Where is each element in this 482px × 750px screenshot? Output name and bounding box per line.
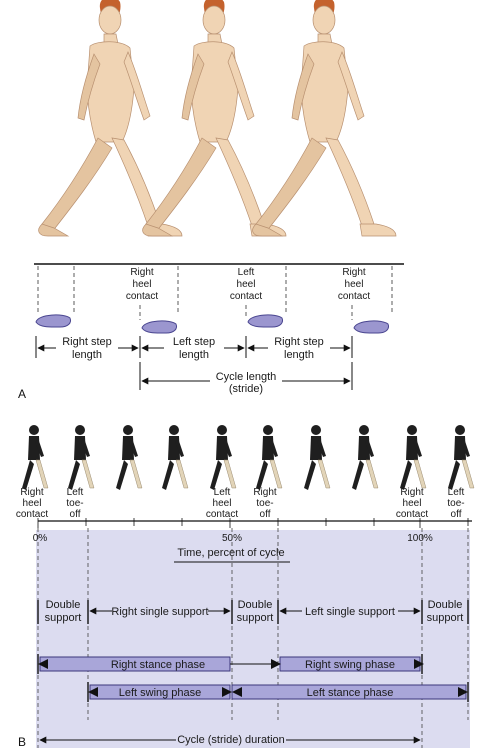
footprint-icon xyxy=(141,320,177,334)
svg-text:contact: contact xyxy=(126,291,158,302)
svg-text:Left: Left xyxy=(448,487,465,498)
step-label-1: Right step length xyxy=(56,336,118,361)
time-axis-ticks xyxy=(37,518,469,528)
step-label-2: Left step length xyxy=(164,336,224,361)
svg-text:toe-: toe- xyxy=(447,498,464,509)
svg-text:contact: contact xyxy=(230,291,262,302)
footprint-icon xyxy=(247,314,283,328)
left-leg-phase-bar: Left swing phase Left stance phase xyxy=(87,682,469,702)
svg-text:off: off xyxy=(260,509,271,520)
support-label-3: Double support xyxy=(237,599,274,624)
svg-text:Left: Left xyxy=(214,487,231,498)
svg-text:Right: Right xyxy=(400,487,424,498)
svg-text:Left: Left xyxy=(238,267,255,278)
svg-text:length: length xyxy=(284,349,314,361)
support-label-5: Double support xyxy=(427,599,464,624)
event-label-2: Left toe- off xyxy=(66,487,83,520)
panel-label-b: B xyxy=(18,735,26,749)
walker-figure-3 xyxy=(252,0,397,237)
svg-text:Right: Right xyxy=(342,267,366,278)
contact-label-3: Right heel contact xyxy=(338,267,370,302)
svg-text:toe-: toe- xyxy=(256,498,273,509)
svg-text:Right step: Right step xyxy=(274,336,324,348)
svg-text:Cycle length: Cycle length xyxy=(216,371,277,383)
panel-a: Right heel contact Left heel contact Rig… xyxy=(18,0,404,401)
axis-label-start: 0% xyxy=(33,533,48,544)
footprint-icon xyxy=(353,320,389,334)
event-label-1: Right heel contact xyxy=(16,487,48,520)
panel-b: Right heel contact Left toe- off Left he… xyxy=(16,424,475,749)
svg-text:contact: contact xyxy=(396,509,428,520)
axis-label-end: 100% xyxy=(407,533,433,544)
svg-text:off: off xyxy=(451,509,462,520)
svg-text:Right step: Right step xyxy=(62,336,112,348)
svg-text:Double: Double xyxy=(428,599,463,611)
svg-text:heel: heel xyxy=(237,279,256,290)
svg-text:length: length xyxy=(179,349,209,361)
contact-label-1: Right heel contact xyxy=(126,267,158,302)
left-stance-phase-label: Left stance phase xyxy=(307,687,394,699)
event-label-5: Right heel contact xyxy=(396,487,428,520)
svg-text:contact: contact xyxy=(16,509,48,520)
svg-text:support: support xyxy=(45,612,82,624)
timeline-background xyxy=(36,530,470,748)
footprints xyxy=(35,314,389,334)
svg-text:contact: contact xyxy=(338,291,370,302)
axis-title: Time, percent of cycle xyxy=(177,547,284,559)
event-label-3: Left heel contact xyxy=(206,487,238,520)
support-label-4: Left single support xyxy=(305,606,395,618)
svg-text:Right: Right xyxy=(130,267,154,278)
step-label-3: Right step length xyxy=(268,336,330,361)
svg-text:heel: heel xyxy=(23,498,42,509)
right-leg-phase-bar: Right stance phase Right swing phase xyxy=(37,654,424,674)
cycle-duration-label: Cycle (stride) duration xyxy=(177,734,285,746)
left-swing-phase-label: Left swing phase xyxy=(119,687,202,699)
event-label-4: Right toe- off xyxy=(253,487,277,520)
support-label-1: Double support xyxy=(45,599,82,624)
svg-text:heel: heel xyxy=(213,498,232,509)
svg-text:Right: Right xyxy=(253,487,277,498)
svg-text:Double: Double xyxy=(238,599,273,611)
contact-label-2: Left heel contact xyxy=(230,267,262,302)
contact-dashes xyxy=(37,266,393,320)
svg-text:(stride): (stride) xyxy=(229,383,263,395)
right-stance-phase-label: Right stance phase xyxy=(111,659,205,671)
svg-text:length: length xyxy=(72,349,102,361)
right-swing-phase-label: Right swing phase xyxy=(305,659,395,671)
svg-text:Right: Right xyxy=(20,487,44,498)
footprint-icon xyxy=(35,314,71,328)
cycle-label: Cycle length (stride) xyxy=(210,370,282,395)
svg-text:Left: Left xyxy=(67,487,84,498)
svg-text:off: off xyxy=(70,509,81,520)
svg-text:heel: heel xyxy=(403,498,422,509)
event-dashes xyxy=(37,528,469,748)
event-label-6: Left toe- off xyxy=(447,487,464,520)
cycle-duration-arrow: Cycle (stride) duration xyxy=(39,732,421,746)
walker-figure-2 xyxy=(142,0,287,237)
walker-figure-1 xyxy=(38,0,183,237)
svg-text:support: support xyxy=(237,612,274,624)
panel-label-a: A xyxy=(18,387,26,401)
walker-silhouettes xyxy=(21,424,475,491)
svg-text:heel: heel xyxy=(345,279,364,290)
svg-text:support: support xyxy=(427,612,464,624)
support-dividers xyxy=(37,600,469,624)
svg-text:toe-: toe- xyxy=(66,498,83,509)
svg-text:Double: Double xyxy=(46,599,81,611)
svg-text:contact: contact xyxy=(206,509,238,520)
support-label-2: Right single support xyxy=(111,606,208,618)
svg-text:Left step: Left step xyxy=(173,336,215,348)
svg-text:heel: heel xyxy=(133,279,152,290)
